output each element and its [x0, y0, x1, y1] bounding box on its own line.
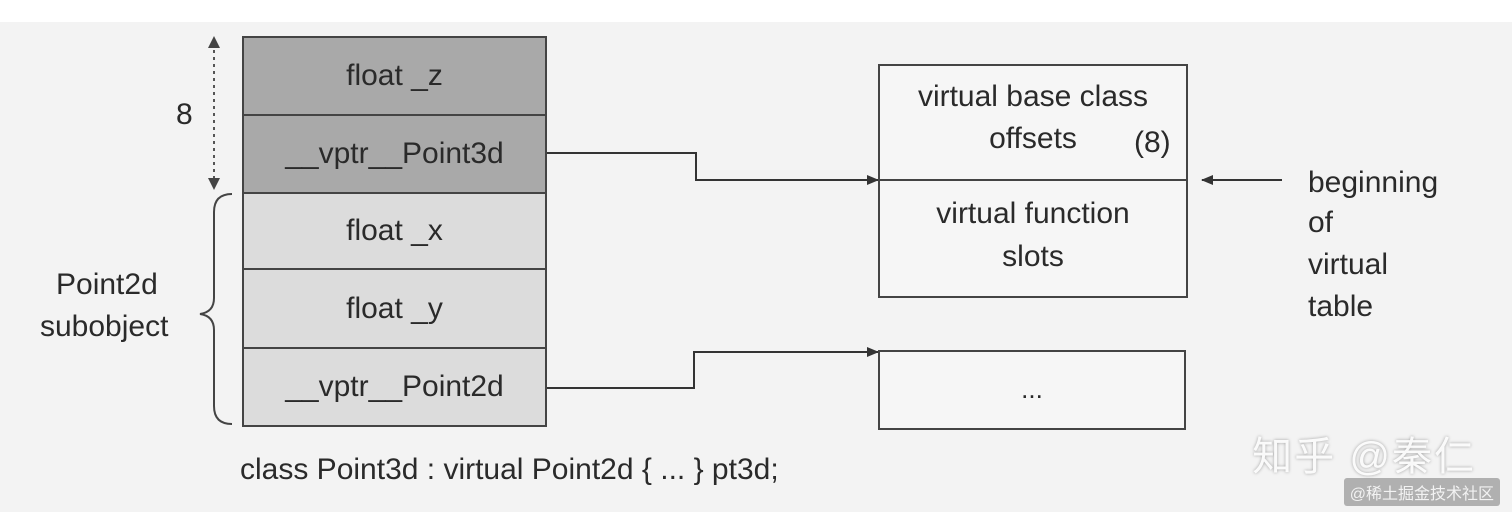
pointer-note-line3: virtual: [1308, 248, 1389, 281]
cell-float-y: float _y: [242, 268, 547, 349]
offset-arrow-up: [208, 36, 220, 48]
cell-vptr-point2d: __vptr__Point2d: [242, 347, 547, 427]
cell-float-x: float _x: [242, 192, 547, 270]
offset-label: 8: [176, 98, 193, 131]
cell-label: float _y: [346, 291, 443, 325]
watermark-zhihu: 知乎 @秦仁: [1252, 435, 1476, 479]
pointer-note-line1: beginning: [1308, 166, 1439, 199]
vptr-point2d-arrow: [535, 347, 879, 389]
subobject-label-line2: subobject: [40, 310, 169, 343]
vtable-section1-line2: offsets: [989, 122, 1077, 155]
pointer-note-line4: table: [1308, 290, 1374, 323]
subobject-label-line1: Point2d: [56, 268, 158, 301]
cell-label: float _x: [346, 214, 443, 247]
vtable-point3d: [878, 64, 1188, 298]
pointer-note-line2: of: [1308, 206, 1334, 239]
vtable-divider: [878, 179, 1188, 181]
class-declaration-caption: class Point3d : virtual Point2d { ... } …: [240, 453, 779, 486]
subobject-brace: [199, 193, 233, 425]
top-band: [0, 0, 1512, 22]
cell-float-z: float _z: [242, 36, 547, 116]
cell-label: __vptr__Point2d: [285, 370, 504, 403]
offset-arrow-down: [208, 178, 220, 190]
cell-label: __vptr__Point3d: [285, 137, 504, 170]
vtable-section1-line1: virtual base class: [917, 80, 1149, 113]
vtable-point2d-content: ...: [1021, 374, 1043, 404]
vtable-section2-line1: virtual function: [936, 197, 1130, 230]
vtable-section2-line2: slots: [1002, 240, 1064, 273]
vtable-point2d: [878, 350, 1186, 430]
vtable-offset-value: (8): [1134, 126, 1171, 159]
cell-label: float _z: [346, 59, 443, 92]
cell-vptr-point3d: __vptr__Point3d: [242, 114, 547, 194]
watermark-juejin: @稀土掘金技术社区: [1343, 478, 1500, 506]
vptr-point3d-arrow: [535, 152, 879, 185]
